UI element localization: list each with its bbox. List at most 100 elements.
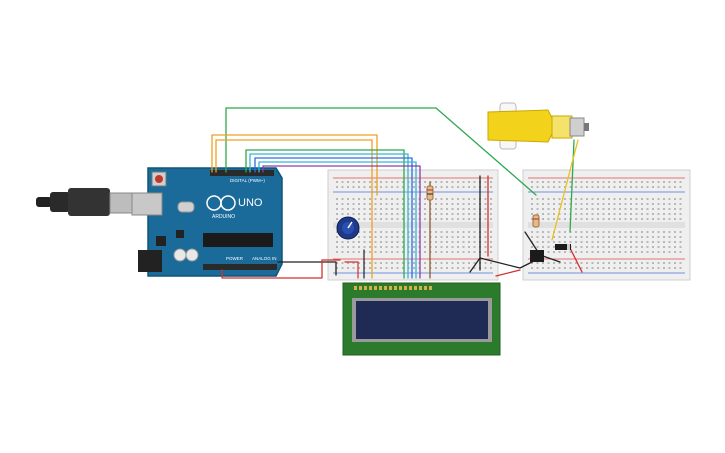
breadboard-hole	[336, 267, 338, 269]
breadboard-hole	[575, 267, 577, 269]
breadboard-hole	[580, 236, 583, 238]
breadboard-hole	[542, 203, 544, 205]
breadboard-hole	[624, 267, 627, 269]
breadboard-hole	[446, 236, 448, 238]
breadboard-hole	[624, 181, 627, 183]
capacitor-1	[173, 248, 187, 262]
wire-orange-1[interactable]	[211, 134, 378, 196]
breadboard-hole	[352, 181, 355, 183]
breadboard-hole	[652, 246, 654, 248]
breadboard-hole	[586, 231, 588, 233]
breadboard-hole	[473, 267, 476, 269]
breadboard-hole	[542, 186, 544, 188]
breadboard-hole	[358, 231, 360, 233]
breadboard-hole	[657, 213, 660, 215]
breadboard-hole	[641, 251, 643, 253]
breadboard-hole	[613, 251, 616, 253]
diode-band	[567, 244, 570, 250]
breadboard-hole	[358, 236, 360, 238]
breadboard-hole	[558, 251, 561, 253]
wire-lcd-red[interactable]	[344, 261, 359, 279]
breadboard-hole	[619, 208, 621, 210]
diode[interactable]	[555, 244, 571, 250]
wire-green-motor[interactable]	[569, 139, 575, 233]
breadboard-hole	[580, 208, 583, 210]
breadboard-hole	[668, 218, 671, 220]
breadboard-hole	[531, 267, 533, 269]
breadboard-hole	[635, 262, 638, 264]
breadboard-hole	[341, 246, 344, 248]
breadboard-hole	[385, 213, 388, 215]
diode-body	[555, 244, 571, 250]
breadboard-hole	[553, 198, 555, 200]
wire-purple[interactable]	[262, 165, 421, 279]
arduino-uno-board[interactable]: ARDUINO UNO DIGITAL (PWM~) POWER ANALOG …	[131, 167, 283, 277]
breadboard-hole	[553, 241, 555, 243]
dc-gear-motor[interactable]	[487, 102, 589, 150]
lcd-16x2[interactable]	[342, 282, 501, 356]
breadboard-hole	[352, 208, 355, 210]
breadboard-hole	[558, 262, 561, 264]
breadboard-hole	[484, 213, 487, 215]
resistor-secondary[interactable]	[532, 214, 540, 228]
breadboard-hole	[468, 236, 470, 238]
breadboard-hole	[635, 203, 638, 205]
breadboard-hole	[490, 218, 492, 220]
breadboard-hole	[591, 186, 594, 188]
transistor[interactable]	[530, 250, 544, 262]
breadboard-hole	[547, 181, 550, 183]
lcd-pin	[414, 286, 417, 290]
breadboard-hole	[490, 181, 492, 183]
breadboard-hole	[575, 181, 577, 183]
potentiometer[interactable]	[336, 216, 360, 240]
breadboard-hole	[630, 213, 632, 215]
breadboard-hole	[635, 213, 638, 215]
wire-cyan-2[interactable]	[258, 161, 417, 279]
breadboard-hole	[630, 262, 632, 264]
wire-blue[interactable]	[254, 157, 413, 279]
breadboard-hole	[468, 181, 470, 183]
breadboard-hole	[462, 198, 465, 200]
breadboard-hole	[580, 267, 583, 269]
lcd-pin	[404, 286, 407, 290]
breadboard-hole	[547, 198, 550, 200]
wire-red-bridge[interactable]	[495, 269, 521, 277]
breadboard-hole	[663, 203, 665, 205]
breadboard-hole	[440, 236, 443, 238]
breadboard-hole	[674, 203, 676, 205]
breadboard-hole	[396, 236, 399, 238]
wire-red-sec[interactable]	[569, 247, 583, 273]
breadboard-hole	[602, 186, 605, 188]
wire-green-short[interactable]	[245, 149, 405, 279]
breadboard-hole	[553, 267, 555, 269]
breadboard-hole	[396, 262, 399, 264]
breadboard-hole	[608, 246, 610, 248]
wire-orange-2[interactable]	[215, 139, 373, 279]
breadboard-hole	[352, 186, 355, 188]
wire-black-bridge[interactable]	[469, 257, 541, 273]
breadboard-hole	[630, 208, 632, 210]
breadboard-hole	[652, 213, 654, 215]
wire-yellow-motor[interactable]	[551, 139, 579, 241]
breadboard-hole	[674, 181, 676, 183]
breadboard-hole	[468, 203, 470, 205]
breadboard-hole	[575, 262, 577, 264]
resistor-main[interactable]	[426, 185, 434, 201]
breadboard-hole	[657, 208, 660, 210]
breadboard-hole	[391, 203, 393, 205]
breadboard-hole	[484, 208, 487, 210]
wire-red-5v[interactable]	[221, 259, 341, 279]
breadboard-hole	[575, 208, 577, 210]
breadboard-hole	[369, 241, 371, 243]
breadboard-hole	[536, 236, 539, 238]
breadboard-hole	[490, 231, 492, 233]
breadboard-hole	[597, 198, 599, 200]
breadboard-hole	[679, 236, 682, 238]
breadboard-hole	[462, 203, 465, 205]
wire-cyan[interactable]	[249, 153, 409, 279]
breadboard-hole	[462, 241, 465, 243]
breadboard-hole	[462, 181, 465, 183]
breadboard-hole	[624, 262, 627, 264]
resistor-main-body	[426, 185, 434, 201]
wire-black-gnd[interactable]	[277, 261, 337, 276]
